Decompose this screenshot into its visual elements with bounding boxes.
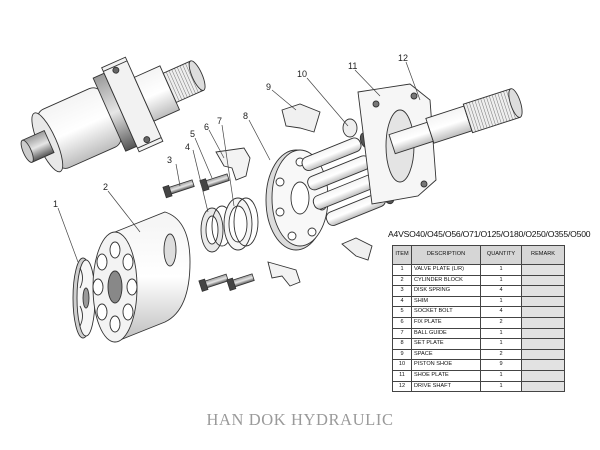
part-fix-plate xyxy=(215,147,301,287)
cell-quantity: 1 xyxy=(480,327,522,340)
part-set-plate xyxy=(265,149,329,251)
part-disk-spring-shim xyxy=(200,197,259,253)
cell-quantity: 1 xyxy=(480,264,522,276)
callout-4: 4 xyxy=(185,142,190,152)
callout-11: 11 xyxy=(348,61,357,71)
callout-5: 5 xyxy=(190,129,195,139)
callout-3: 3 xyxy=(167,155,172,165)
header-quantity: QUANTITY xyxy=(480,245,522,265)
cell-description: BALL GUIDE xyxy=(411,327,481,340)
callout-1: 1 xyxy=(53,199,58,209)
cell-description: SPACE xyxy=(411,348,481,361)
cell-item: 12 xyxy=(392,380,412,393)
callout-numbers: 1 2 3 4 5 6 7 8 9 10 11 12 xyxy=(53,53,408,209)
cell-description: SHOE PLATE xyxy=(411,369,481,382)
header-remark: REMARK xyxy=(521,245,565,265)
part-drive-shaft xyxy=(388,88,523,155)
header-description: DESCRIPTION xyxy=(411,245,481,265)
cell-item: 1 xyxy=(392,264,412,276)
cell-description: SOCKET BOLT xyxy=(411,306,481,318)
cell-description: SET PLATE xyxy=(411,338,481,350)
cell-quantity: 2 xyxy=(480,348,522,361)
cell-quantity: 9 xyxy=(480,359,522,371)
cell-description: FIX PLATE xyxy=(411,316,481,329)
cell-remark xyxy=(521,264,565,276)
cell-item: 5 xyxy=(392,306,412,318)
callout-9: 9 xyxy=(266,82,271,92)
cell-item: 4 xyxy=(392,295,412,308)
cell-item: 11 xyxy=(392,369,412,382)
part-cylinder-block xyxy=(92,211,191,343)
cell-quantity: 1 xyxy=(480,295,522,308)
cell-description: PISTON SHOE xyxy=(411,359,481,371)
cell-remark xyxy=(521,285,565,297)
cell-description: CYLINDER BLOCK xyxy=(411,274,481,287)
cell-remark xyxy=(521,359,565,371)
header-item: ITEM xyxy=(392,245,412,265)
part-socket-bolts xyxy=(162,173,255,292)
assembled-pump xyxy=(20,56,206,173)
cell-quantity: 1 xyxy=(480,380,522,393)
brand-watermark: HAN DOK HYDRAULIC xyxy=(206,410,394,429)
cell-description: SHIM xyxy=(411,295,481,308)
cell-item: 9 xyxy=(392,348,412,361)
cell-item: 8 xyxy=(392,338,412,350)
callout-8: 8 xyxy=(243,111,248,121)
cell-quantity: 1 xyxy=(480,338,522,350)
callout-6: 6 xyxy=(204,122,209,132)
callout-7: 7 xyxy=(217,116,222,126)
part-valve-plate xyxy=(72,257,96,339)
callout-2: 2 xyxy=(103,182,108,192)
cell-description: VALVE PLATE (L/R) xyxy=(411,264,481,276)
cell-item: 2 xyxy=(392,274,412,287)
callout-10: 10 xyxy=(297,69,307,79)
cell-remark xyxy=(521,316,565,329)
cell-remark xyxy=(521,327,565,340)
cell-quantity: 1 xyxy=(480,369,522,382)
leader-lines xyxy=(57,61,421,263)
model-title: A4VSO40/O45/O56/O71/O125/O180/O250/O355/… xyxy=(388,229,591,239)
callout-12: 12 xyxy=(398,53,408,63)
part-space xyxy=(281,103,373,261)
cell-remark xyxy=(521,274,565,287)
cell-remark xyxy=(521,338,565,350)
cell-quantity: 4 xyxy=(480,306,522,318)
cell-item: 10 xyxy=(392,359,412,371)
cell-remark xyxy=(521,295,565,308)
table-header-row: ITEM DESCRIPTION QUANTITY REMARK xyxy=(392,245,565,265)
cell-description: DISK SPRING xyxy=(411,285,481,297)
cell-item: 3 xyxy=(392,285,412,297)
cell-item: 6 xyxy=(392,316,412,329)
cell-remark xyxy=(521,369,565,382)
cell-quantity: 1 xyxy=(480,274,522,287)
cell-remark xyxy=(521,306,565,318)
cell-quantity: 2 xyxy=(480,316,522,329)
cell-description: DRIVE SHAFT xyxy=(411,380,481,393)
cell-remark xyxy=(521,380,565,393)
cell-quantity: 4 xyxy=(480,285,522,297)
cell-item: 7 xyxy=(392,327,412,340)
cell-remark xyxy=(521,348,565,361)
